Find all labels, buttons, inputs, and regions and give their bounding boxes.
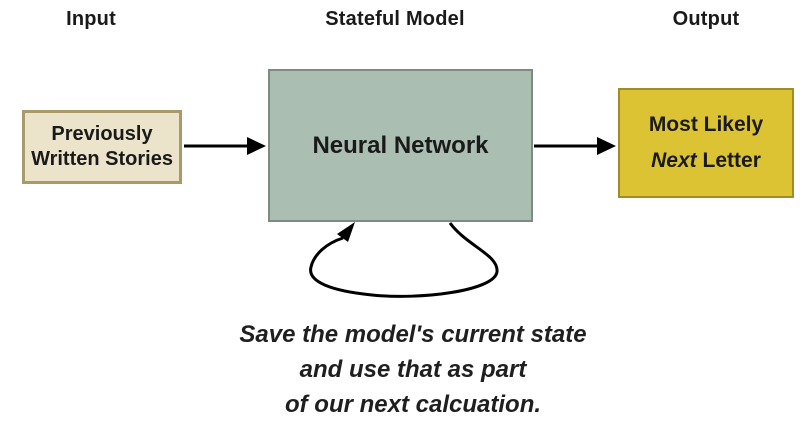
- input-box-line2: Written Stories: [31, 148, 173, 170]
- state-caption-line2: and use that as part: [299, 356, 527, 383]
- input-box-line1: Previously: [51, 123, 153, 145]
- column-label-stateful-model: Stateful Model: [325, 8, 465, 30]
- neural-network-box: Neural Network: [268, 69, 533, 222]
- output-box-line2-italic: Next: [651, 149, 697, 172]
- state-caption-line3: of our next calcuation.: [284, 391, 542, 418]
- output-box-line1: Most Likely: [648, 113, 764, 136]
- model-to-output-arrow: [534, 137, 616, 155]
- neural-network-label: Neural Network: [312, 131, 489, 159]
- column-label-output: Output: [672, 8, 740, 30]
- input-box: Previously Written Stories: [22, 110, 182, 184]
- input-to-model-arrow: [184, 137, 266, 155]
- column-label-input: Input: [66, 8, 116, 30]
- state-caption-line1: Save the model's current state: [239, 321, 587, 348]
- state-loop-arrow: [309, 222, 499, 298]
- state-caption: Save the model's current state and use t…: [163, 317, 663, 422]
- output-box-line2-rest: Letter: [702, 149, 761, 172]
